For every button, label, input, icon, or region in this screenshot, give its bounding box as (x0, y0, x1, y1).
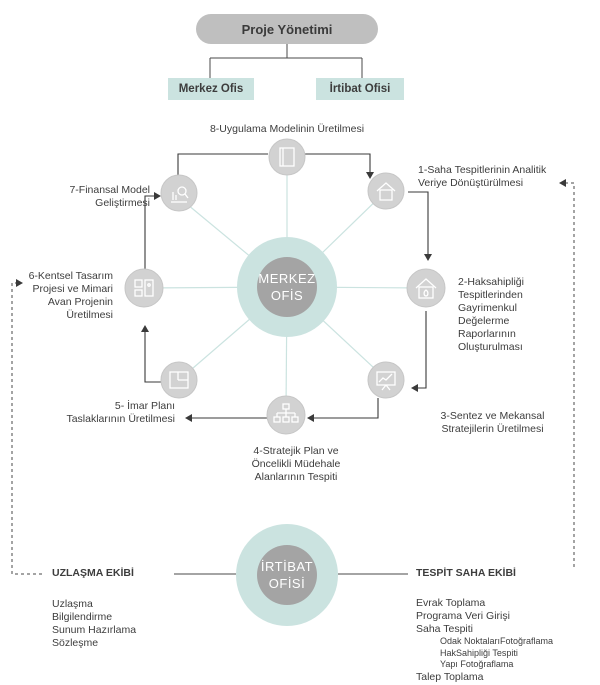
step-2-line-3: Gayrimenkul (458, 302, 517, 314)
main-hub-label-1: MERKEZ (258, 271, 316, 286)
right-team-item: Programa Veri Girişi (416, 610, 510, 622)
right-team-item: Talep Toplama (416, 670, 484, 683)
left-team-list: Uzlaşma Bilgilendirme Sunum Hazırlama Sö… (52, 598, 202, 650)
step-6-label: 6-Kentsel Tasarım Projesi ve Mimari Avan… (10, 270, 113, 322)
left-team-item: Sözleşme (52, 637, 99, 649)
header-tree-lines (209, 44, 363, 78)
step-2-line-1: 2-Haksahipliği (458, 276, 524, 288)
step-2-line-6: Oluşturulması (458, 341, 523, 353)
node-7-finance-icon (160, 174, 198, 212)
step-4-line-2: Öncelikli Müdehale (251, 458, 341, 470)
step-3-line-1: 3-Sentez ve Mekansal (440, 410, 545, 422)
right-team-subitem: Yapı Fotoğraflama (440, 659, 514, 669)
step-8-line-1: 8-Uygulama Modelinin Üretilmesi (209, 123, 365, 135)
liaison-hub-label-1: İRTİBAT (260, 559, 314, 574)
right-team-title: TESPİT SAHA EKİBİ (416, 567, 516, 579)
step-2-line-2: Tespitlerinden (458, 289, 523, 301)
left-team-title: UZLAŞMA EKİBİ (52, 567, 134, 579)
step-7-line-1: 7-Finansal Model (69, 184, 150, 196)
step-4-line-3: Alanlarının Tespiti (254, 471, 338, 483)
step-7-line-2: Geliştirmesi (95, 197, 150, 209)
liaison-hub-label-2: OFİSİ (268, 576, 306, 591)
node-1-house-icon (367, 172, 405, 210)
step-2-line-4: Değelerme (458, 315, 510, 327)
step-6-line-3: Avan Projenin (47, 296, 113, 308)
left-team-item: Bilgilendirme (52, 611, 113, 623)
step-6-line-2: Projesi ve Mimari (32, 283, 113, 295)
node-5-plan-icon (160, 361, 198, 399)
step-5-label: 5- İmar Planı Taslaklarının Üretilmesi (20, 400, 175, 426)
right-team-list: Evrak Toplama Programa Veri Girişi Saha … (416, 597, 596, 684)
step-4-label: 4-Stratejik Plan ve Öncelikli Müdehale A… (236, 445, 356, 484)
step-6-line-1: 6-Kentsel Tasarım (28, 270, 113, 282)
step-7-label: 7-Finansal Model Geliştirmesi (30, 184, 150, 210)
step-4-line-1: 4-Stratejik Plan ve (253, 445, 339, 457)
step-5-line-2: Taslaklarının Üretilmesi (66, 413, 175, 425)
right-team-subitem: Odak NoktalarıFotoğraflama (440, 636, 554, 646)
step-3-line-2: Stratejilerin Üretilmesi (441, 423, 544, 435)
step-1-line-1: 1-Saha Tespitlerinin Analitik (418, 164, 547, 176)
step-1-label: 1-Saha Tespitlerinin Analitik Veriye Dön… (418, 164, 598, 190)
liaison-office-box: İrtibat Ofisi (316, 78, 404, 100)
node-4-hierarchy-icon (266, 395, 306, 435)
step-3-label: 3-Sentez ve Mekansal Stratejilerin Üreti… (400, 410, 585, 436)
node-3-presentation-icon (367, 361, 405, 399)
liaison-hub-core: İRTİBAT OFİSİ (257, 545, 317, 605)
right-team-item: Saha Tespiti (416, 623, 474, 635)
step-1-line-2: Veriye Dönüştürülmesi (418, 177, 524, 189)
main-hub-label-2: OFİS (270, 288, 304, 303)
step-5-line-1: 5- İmar Planı (114, 400, 175, 412)
cycle-arrows (141, 153, 432, 422)
node-8-book-icon (268, 138, 306, 176)
dashed-connectors (11, 179, 575, 575)
right-team-item: Evrak Toplama (416, 597, 486, 609)
left-team-item: Uzlaşma (52, 598, 93, 610)
node-6-architecture-icon (124, 268, 164, 308)
step-2-label: 2-Haksahipliği Tespitlerinden Gayrimenku… (458, 276, 578, 354)
left-team-item: Sunum Hazırlama (52, 624, 137, 636)
right-team-subitem: HakSahipliği Tespiti (440, 647, 518, 658)
central-office-box: Merkez Ofis (168, 78, 254, 100)
step-8-label: 8-Uygulama Modelinin Üretilmesi (0, 123, 574, 136)
project-management-title: Proje Yönetimi (196, 14, 378, 44)
step-6-line-4: Üretilmesi (66, 309, 113, 321)
step-2-line-5: Raporlarının (458, 328, 516, 340)
node-2-valuation-icon (406, 268, 446, 308)
main-hub-core: MERKEZ OFİS (257, 257, 317, 317)
